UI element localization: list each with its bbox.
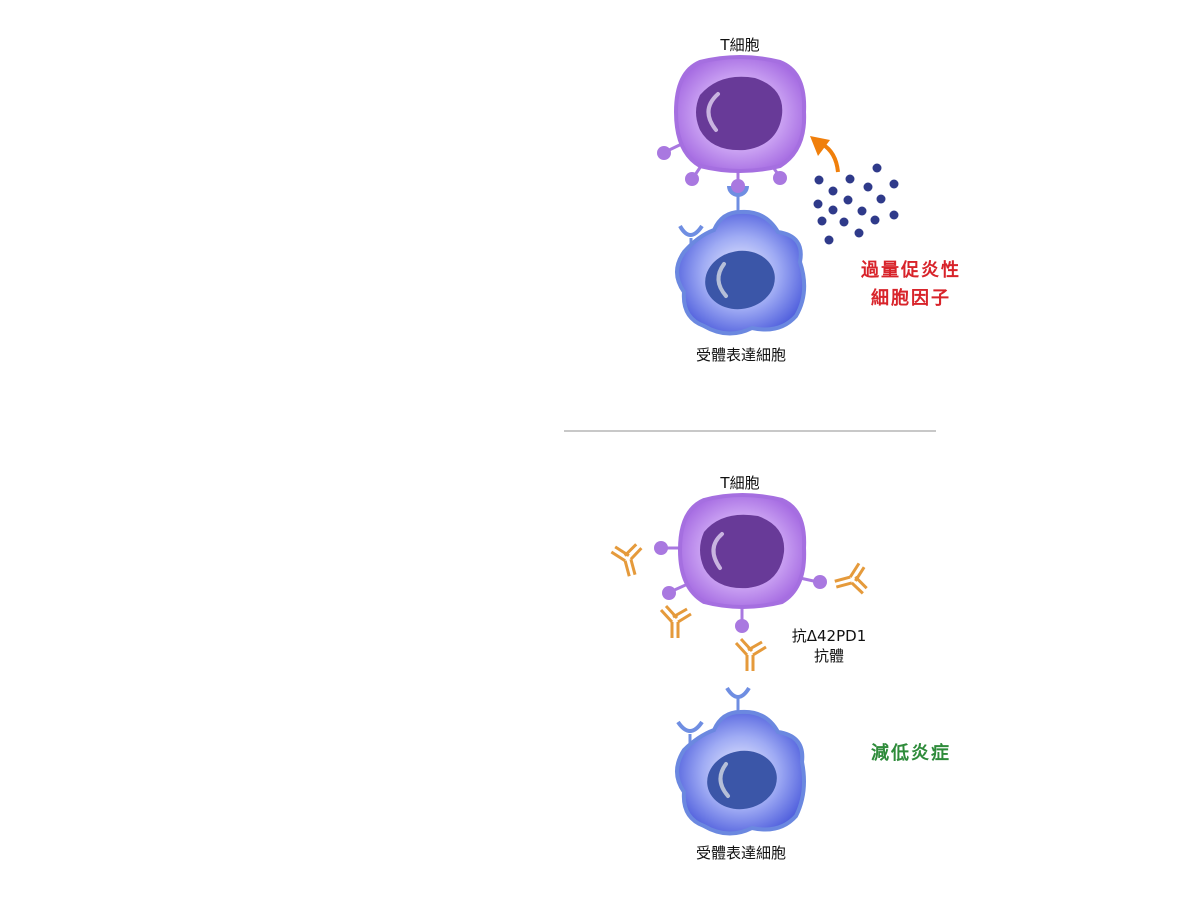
bottom-t-cell	[654, 493, 827, 633]
receptor-knob	[685, 172, 699, 186]
cytokine-dot	[863, 182, 873, 192]
cytokine-dot	[889, 179, 899, 189]
cytokine-label-line2: 細胞因子	[871, 288, 951, 309]
cytokine-dot	[870, 215, 880, 225]
nucleus-highlight	[711, 532, 724, 570]
bottom-receptor-cell	[675, 686, 806, 836]
cytokine-label-line1: 過量促炎性	[861, 260, 961, 281]
antibody	[830, 560, 873, 602]
side-receptor	[678, 224, 704, 237]
antibody	[734, 637, 768, 673]
top-t-cell-label: T細胞	[720, 36, 760, 54]
receptor-knob	[735, 619, 749, 633]
cytokine-dot	[889, 210, 899, 220]
cytokine-dots	[813, 163, 899, 245]
bottom-receptor-cell-label: 受體表達細胞	[695, 844, 787, 862]
cytokine-dot	[824, 235, 834, 245]
top-receptor-cell-label: 受體表達細胞	[695, 346, 787, 364]
bottom-t-cell-label: T細胞	[720, 474, 760, 492]
antibody	[608, 538, 650, 581]
cytokine-dot	[857, 206, 867, 216]
cytokine-dot	[839, 217, 849, 227]
panel-divider	[564, 430, 936, 432]
antibody-label: 抗Δ42PD1 抗體	[792, 626, 867, 666]
cytokine-dot	[876, 194, 886, 204]
antibody-label-line2: 抗體	[813, 647, 844, 665]
receptor-knob	[731, 179, 745, 193]
top-t-cell	[657, 55, 807, 186]
receptor-knob	[662, 586, 676, 600]
cytokine-arrow	[810, 136, 840, 173]
side-receptor	[676, 720, 704, 733]
cytokine-dot	[828, 186, 838, 196]
nucleus-highlight	[706, 92, 720, 132]
receptor-knob	[773, 171, 787, 185]
antibody-label-line1: 抗Δ42PD1	[791, 627, 867, 645]
cytokine-dot	[845, 174, 855, 184]
antibody	[659, 604, 693, 640]
cytokine-dot	[843, 195, 853, 205]
arrow-head-icon	[810, 136, 830, 156]
top-receptor-cell	[675, 179, 807, 336]
nucleus-highlight	[718, 762, 730, 798]
cytokine-label: 過量促炎性 細胞因子	[861, 257, 961, 313]
cytokine-dot	[828, 205, 838, 215]
cytokine-dot	[817, 216, 827, 226]
cytokine-dot	[814, 175, 824, 185]
outcome-label: 減低炎症	[871, 743, 951, 764]
receptor-cup	[725, 686, 751, 699]
cytokine-dot	[854, 228, 864, 238]
receptor-knob	[813, 575, 827, 589]
nucleus-highlight	[716, 262, 728, 298]
receptor-knob	[654, 541, 668, 555]
receptor-knob	[657, 146, 671, 160]
cytokine-dot	[872, 163, 882, 173]
cytokine-dot	[813, 199, 823, 209]
